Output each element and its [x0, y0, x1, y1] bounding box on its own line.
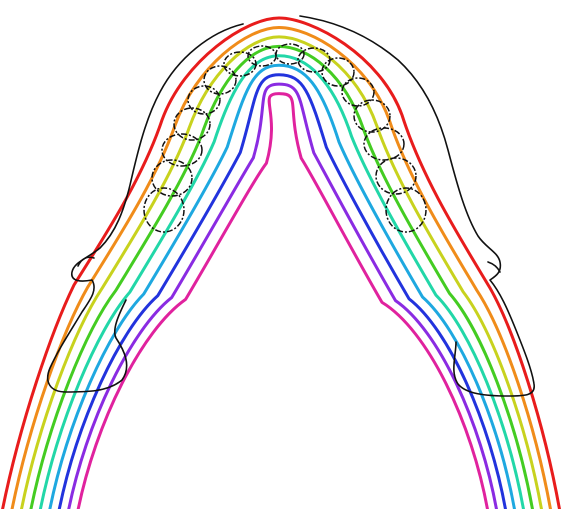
tooth-right-8 — [275, 43, 305, 65]
tooth-right-4 — [353, 99, 391, 133]
offset-curve-1 — [1, 16, 561, 509]
tooth-left-8 — [247, 45, 277, 67]
offset-curve-6 — [48, 63, 516, 509]
offset-curve-7 — [57, 73, 507, 509]
tooth-right-6 — [321, 57, 355, 87]
tooth-right-5 — [341, 77, 375, 107]
jaw-notch-left — [77, 256, 95, 267]
offset-curve-5 — [38, 54, 525, 509]
jaw-outline-right — [299, 15, 535, 397]
offset-curves-group — [1, 16, 561, 509]
offset-curve-8 — [67, 82, 498, 509]
tooth-left-1 — [143, 187, 185, 233]
tooth-left-3 — [161, 133, 203, 167]
jaw-notch-right — [487, 261, 501, 273]
jaw-outline-left — [46, 23, 244, 393]
tooth-right-1 — [385, 187, 427, 233]
offset-curve-3 — [19, 35, 543, 509]
offset-curve-2 — [10, 25, 552, 509]
offset-curve-9 — [76, 92, 489, 509]
tooth-left-5 — [187, 85, 221, 115]
tooth-left-7 — [223, 51, 257, 77]
offset-curve-4 — [29, 44, 534, 509]
tooth-right-2 — [375, 157, 417, 195]
tooth-left-4 — [173, 107, 211, 141]
tooth-right-3 — [363, 127, 405, 161]
tooth-left-2 — [151, 159, 193, 197]
tooth-left-6 — [203, 65, 237, 95]
